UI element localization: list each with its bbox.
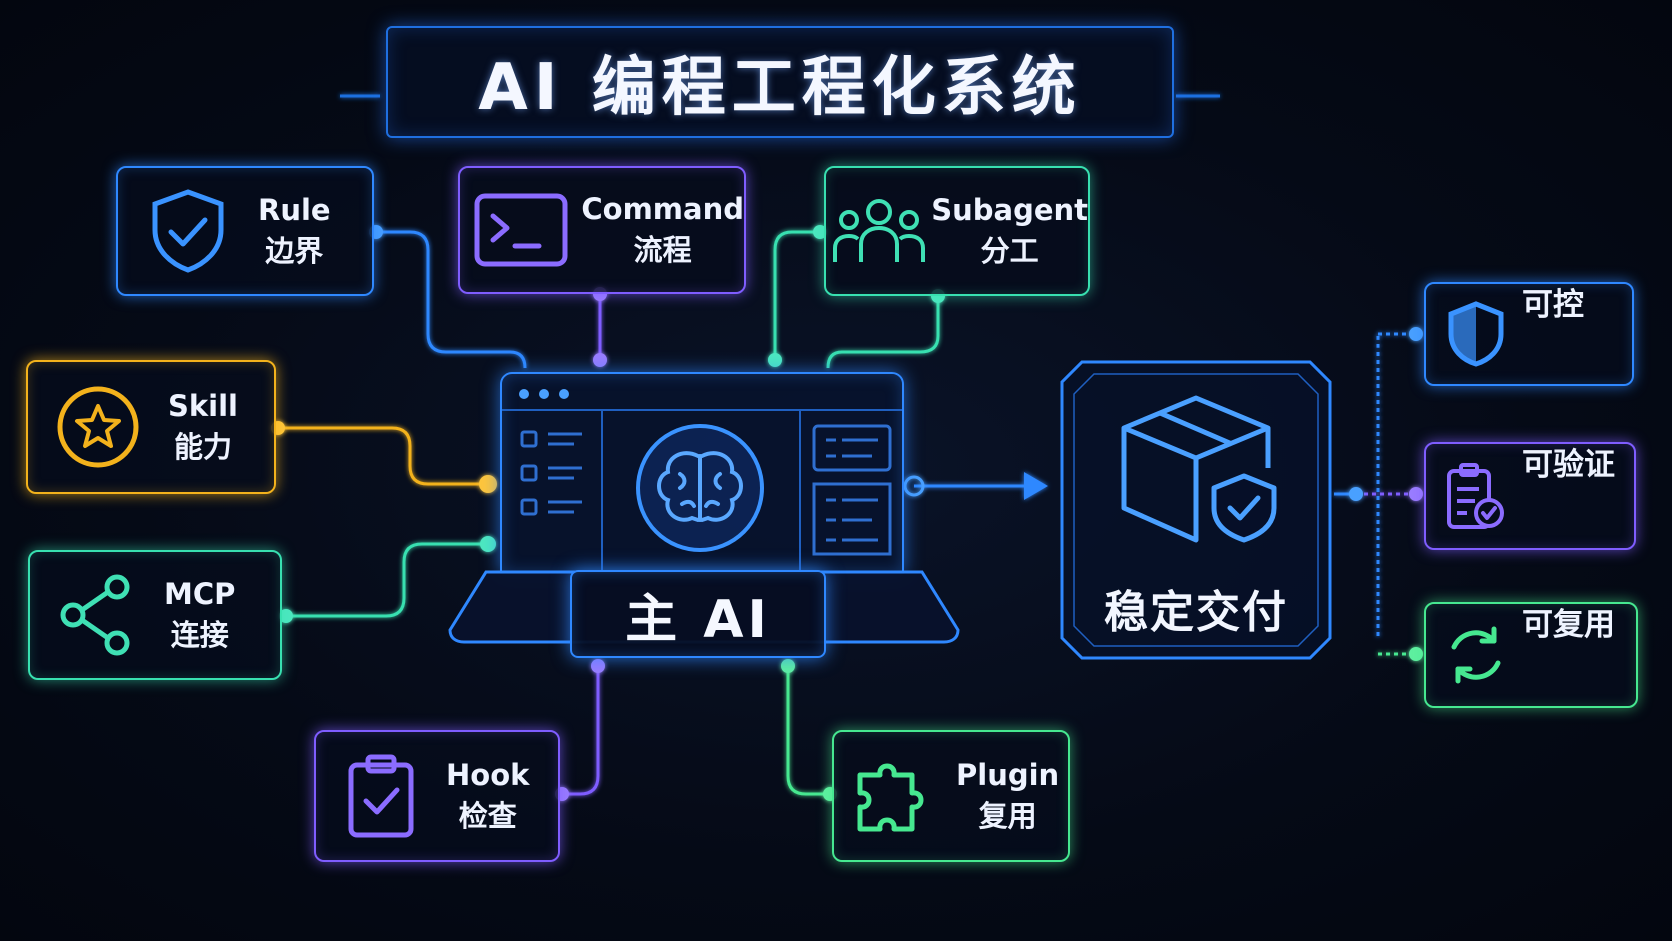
plugin-label-zh: 复用 — [978, 799, 1037, 833]
outcome-label-reusable: 可复用 — [1522, 607, 1615, 643]
title-banner: AI 编程工程化系统 — [386, 26, 1174, 138]
main-ai-laptop — [500, 372, 904, 574]
outcome-label-controllable: 可控 — [1522, 287, 1584, 323]
plugin-label-en: Plugin — [956, 758, 1060, 793]
module-subagent: Subagent 分工 — [824, 166, 1090, 296]
outcome-controllable: 可控 — [1424, 282, 1634, 386]
module-command: Command 流程 — [458, 166, 746, 294]
shield-check-icon — [118, 188, 258, 274]
wire-subagent-1 — [773, 230, 820, 360]
arrowhead — [1024, 472, 1048, 500]
wire-plugin — [786, 666, 830, 796]
mcp-label-zh: 连接 — [170, 618, 229, 652]
outcome-verifiable: 可验证 — [1424, 442, 1636, 550]
team-icon — [826, 196, 931, 266]
subagent-label-en: Subagent — [931, 193, 1088, 228]
module-skill: Skill 能力 — [26, 360, 276, 494]
command-label-zh: 流程 — [633, 233, 692, 267]
module-mcp: MCP 连接 — [28, 550, 282, 680]
hook-label-en: Hook — [446, 758, 530, 793]
module-hook: Hook 检查 — [314, 730, 560, 862]
module-rule: Rule 边界 — [116, 166, 374, 296]
share-icon — [30, 573, 164, 657]
laptop-screen — [502, 389, 902, 570]
main-ai-label: 主 AI — [570, 570, 826, 658]
puzzle-icon — [834, 755, 956, 837]
clipboard-check-icon — [316, 753, 446, 839]
brain-icon — [636, 424, 764, 552]
command-label-en: Command — [581, 192, 744, 227]
diagram-title: AI 编程工程化系统 — [478, 51, 1082, 125]
wire-subagent-2 — [826, 296, 940, 369]
outcome-label-verifiable: 可验证 — [1522, 447, 1615, 483]
terminal-icon — [460, 192, 581, 268]
delivery-frame — [1060, 360, 1332, 660]
recycle-icon — [1426, 623, 1526, 687]
rule-label-zh: 边界 — [265, 234, 324, 268]
skill-label-zh: 能力 — [173, 430, 232, 464]
wire-hook — [562, 666, 600, 796]
delivery-block: 稳定交付 — [1058, 358, 1334, 662]
shield-icon — [1426, 300, 1526, 368]
mcp-label-en: MCP — [164, 577, 236, 612]
checklist-icon — [1426, 461, 1526, 531]
star-badge-icon — [28, 384, 168, 470]
delivery-label: 稳定交付 — [1104, 587, 1288, 638]
wire-skill — [278, 426, 488, 486]
skill-label-en: Skill — [168, 389, 238, 424]
module-plugin: Plugin 复用 — [832, 730, 1070, 862]
rule-label-en: Rule — [258, 193, 331, 228]
box-shield-icon — [1121, 395, 1277, 543]
outcome-reusable: 可复用 — [1424, 602, 1638, 708]
subagent-label-zh: 分工 — [980, 234, 1039, 268]
main-ai-text: 主 AI — [625, 589, 771, 650]
hook-label-zh: 检查 — [458, 799, 517, 833]
